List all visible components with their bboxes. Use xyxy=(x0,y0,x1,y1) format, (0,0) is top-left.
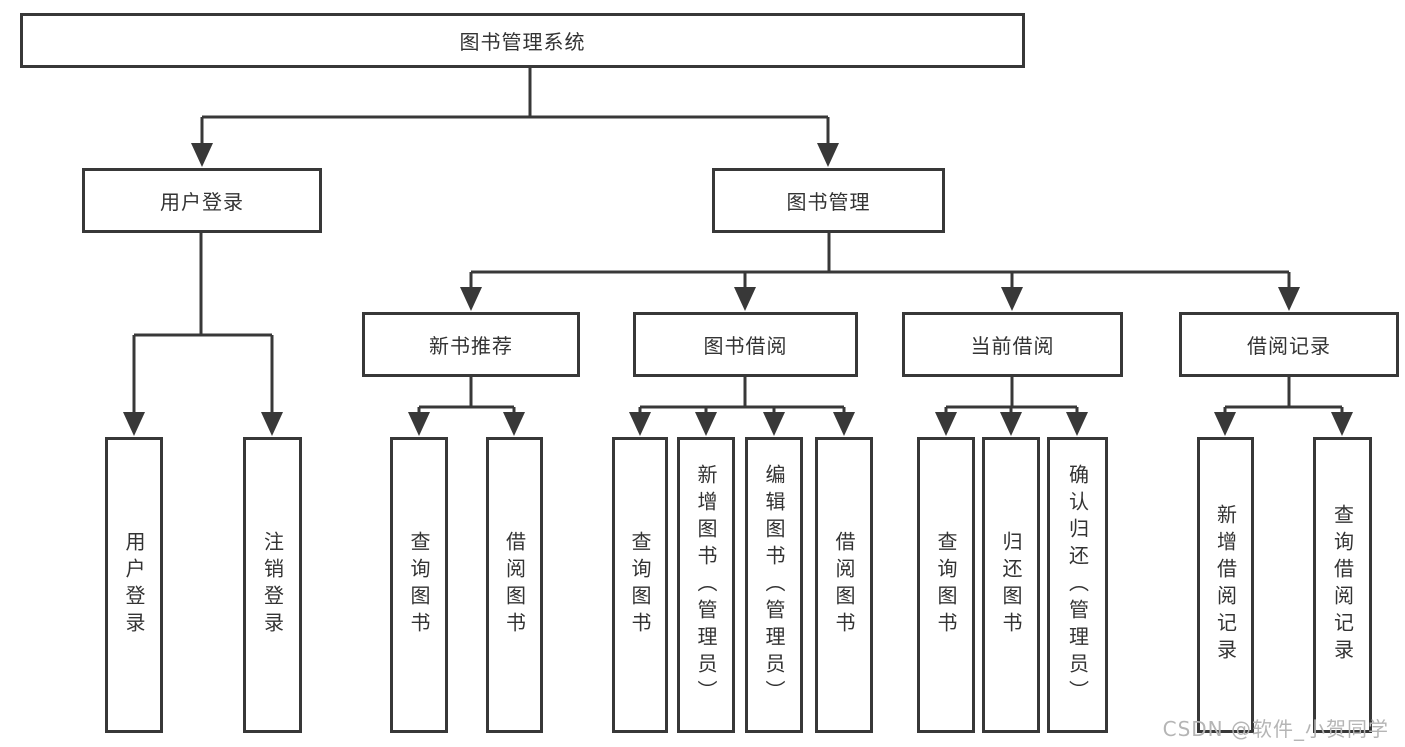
leaf-borrow-books-label: 借阅图书 xyxy=(832,531,856,639)
leaf-query-borrow-record-label: 查询借阅记录 xyxy=(1330,504,1355,666)
leaf-query-books-current-label: 查询图书 xyxy=(934,531,958,639)
leaf-edit-book-admin: 编辑图书（管理员） xyxy=(745,437,803,733)
node-borrow-record-label: 借阅记录 xyxy=(1247,334,1331,358)
node-book-management: 图书管理 xyxy=(712,168,945,233)
leaf-add-borrow-record: 新增借阅记录 xyxy=(1197,437,1254,733)
leaf-query-books-borrow-label: 查询图书 xyxy=(628,531,652,639)
leaf-query-books-current: 查询图书 xyxy=(917,437,975,733)
root-node-label: 图书管理系统 xyxy=(459,30,586,54)
leaf-borrow-books-recommend: 借阅图书 xyxy=(486,437,543,733)
leaf-edit-book-admin-label: 编辑图书（管理员） xyxy=(762,463,786,707)
node-book-borrow-label: 图书借阅 xyxy=(703,334,788,358)
leaf-confirm-return-admin-label: 确认归还（管理员） xyxy=(1065,463,1090,707)
connector-user-login-branch xyxy=(123,233,283,436)
leaf-add-book-admin-label: 新增图书（管理员） xyxy=(694,463,718,707)
node-current-borrow-label: 当前借阅 xyxy=(970,334,1055,358)
node-user-login-label: 用户登录 xyxy=(160,190,244,214)
node-user-login: 用户登录 xyxy=(82,168,322,233)
leaf-query-books-borrow: 查询图书 xyxy=(612,437,668,733)
leaf-borrow-books-recommend-label: 借阅图书 xyxy=(502,531,527,639)
node-borrow-record: 借阅记录 xyxy=(1179,312,1399,377)
connector-book-mgmt-branch xyxy=(460,233,1300,311)
leaf-return-books: 归还图书 xyxy=(982,437,1040,733)
leaf-add-book-admin: 新增图书（管理员） xyxy=(677,437,735,733)
leaf-user-login: 用户登录 xyxy=(105,437,163,733)
connector-book-borrow-branch xyxy=(629,377,855,436)
csdn-watermark: CSDN @软件_小贺同学 xyxy=(1162,717,1389,741)
root-node-library-system: 图书管理系统 xyxy=(20,13,1025,68)
node-new-book-recommend-label: 新书推荐 xyxy=(429,334,513,358)
node-new-book-recommend: 新书推荐 xyxy=(362,312,580,377)
leaf-user-login-label: 用户登录 xyxy=(122,531,146,639)
leaf-return-books-label: 归还图书 xyxy=(999,531,1023,639)
leaf-query-borrow-record: 查询借阅记录 xyxy=(1313,437,1372,733)
node-book-borrow: 图书借阅 xyxy=(633,312,858,377)
leaf-confirm-return-admin: 确认归还（管理员） xyxy=(1047,437,1108,733)
connector-new-books-branch xyxy=(408,377,525,436)
connector-current-borrow-branch xyxy=(935,377,1088,436)
leaf-logout: 注销登录 xyxy=(243,437,302,733)
node-current-borrow: 当前借阅 xyxy=(902,312,1123,377)
leaf-borrow-books: 借阅图书 xyxy=(815,437,873,733)
leaf-add-borrow-record-label: 新增借阅记录 xyxy=(1213,504,1238,666)
leaf-logout-label: 注销登录 xyxy=(260,531,285,639)
connector-borrow-record-branch xyxy=(1214,377,1353,436)
connector-root-to-level2 xyxy=(191,68,839,167)
leaf-query-books-recommend-label: 查询图书 xyxy=(407,531,431,639)
leaf-query-books-recommend: 查询图书 xyxy=(390,437,448,733)
node-book-management-label: 图书管理 xyxy=(786,190,871,214)
